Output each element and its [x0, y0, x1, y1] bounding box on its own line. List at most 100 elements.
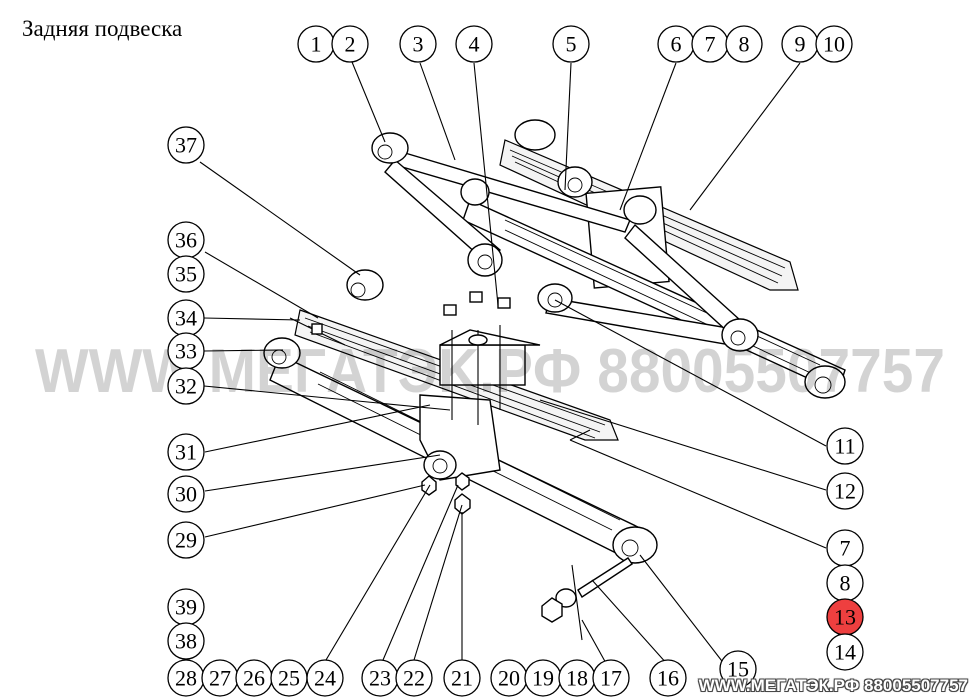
svg-text:4: 4: [469, 32, 480, 57]
footer-watermark: WWW.МЕГАТЭК.РФ 88005507757: [698, 676, 968, 695]
callout-10: 10: [815, 25, 853, 63]
svg-text:38: 38: [175, 629, 197, 654]
eye-4: [467, 243, 503, 277]
spring-seat-block: [439, 344, 526, 386]
leader-lines: [199, 61, 827, 666]
svg-text:37: 37: [175, 133, 197, 158]
svg-text:19: 19: [532, 666, 554, 691]
eye-11: [721, 318, 759, 352]
callout-33: 33: [167, 332, 205, 370]
svg-text:7: 7: [840, 536, 851, 561]
callout-11: 11: [826, 427, 864, 465]
svg-text:16: 16: [657, 666, 679, 691]
callouts: 1 2 3 4 5 6 7 8 9 10 37 36 35 34 33 32 3…: [167, 25, 864, 697]
svg-text:9: 9: [795, 32, 806, 57]
bolt-16: [577, 557, 633, 598]
callout-39: 39: [167, 588, 205, 626]
svg-text:10: 10: [823, 32, 845, 57]
svg-text:27: 27: [209, 666, 231, 691]
svg-text:14: 14: [834, 640, 856, 665]
svg-text:23: 23: [369, 666, 391, 691]
svg-text:5: 5: [566, 32, 577, 57]
callout-6: 6: [657, 25, 695, 63]
callout-7-lower: 7: [826, 529, 864, 567]
svg-text:26: 26: [243, 666, 265, 691]
callout-15: 15: [719, 650, 757, 688]
svg-text:21: 21: [451, 666, 473, 691]
callout-25: 25: [270, 659, 308, 697]
callout-5: 5: [552, 25, 590, 63]
svg-text:11: 11: [834, 434, 855, 459]
svg-text:2: 2: [345, 32, 356, 57]
callout-20: 20: [490, 659, 528, 697]
callout-4: 4: [455, 25, 493, 63]
svg-text:30: 30: [175, 482, 197, 507]
callout-16: 16: [649, 659, 687, 697]
svg-text:25: 25: [278, 666, 300, 691]
svg-text:18: 18: [566, 666, 588, 691]
callout-13: 13: [826, 598, 864, 636]
eye-rear-spring-front: [514, 119, 556, 151]
callout-12: 12: [826, 472, 864, 510]
callout-34: 34: [167, 299, 205, 337]
diagram-title: Задняя подвеска: [22, 16, 183, 41]
svg-text:39: 39: [175, 595, 197, 620]
svg-text:35: 35: [175, 262, 197, 287]
svg-text:29: 29: [175, 528, 197, 553]
svg-text:6: 6: [671, 32, 682, 57]
svg-text:12: 12: [834, 479, 856, 504]
svg-text:36: 36: [175, 228, 197, 253]
svg-text:13: 13: [834, 605, 856, 630]
svg-text:20: 20: [498, 666, 520, 691]
callout-19: 19: [524, 659, 562, 697]
svg-text:33: 33: [175, 339, 197, 364]
eye-9-10: [623, 195, 657, 225]
callout-28: 28: [167, 659, 205, 697]
svg-text:28: 28: [175, 666, 197, 691]
callout-7: 7: [691, 25, 729, 63]
callout-30: 30: [167, 475, 205, 513]
callout-37: 37: [167, 126, 205, 164]
callout-8: 8: [725, 25, 763, 63]
svg-text:15: 15: [727, 657, 749, 682]
callout-8-lower: 8: [826, 564, 864, 602]
callout-9: 9: [781, 25, 819, 63]
callout-32: 32: [167, 367, 205, 405]
callout-27: 27: [201, 659, 239, 697]
svg-text:34: 34: [175, 306, 197, 331]
callout-18: 18: [558, 659, 596, 697]
callout-29: 29: [167, 521, 205, 559]
eye-1-2: [371, 132, 409, 164]
bushing-37: [346, 269, 384, 301]
callout-36: 36: [167, 221, 205, 259]
callout-21: 21: [443, 659, 481, 697]
callout-26: 26: [235, 659, 273, 697]
callout-35: 35: [167, 255, 205, 293]
svg-text:3: 3: [413, 32, 424, 57]
callout-14: 14: [826, 633, 864, 671]
callout-24: 24: [306, 659, 344, 697]
callout-17: 17: [592, 659, 630, 697]
eye-left-rear: [460, 178, 490, 206]
svg-text:31: 31: [175, 440, 197, 465]
rear-bogie-drawing: [263, 119, 846, 641]
eye-right-rear: [804, 365, 846, 399]
svg-text:1: 1: [311, 32, 322, 57]
eye-5: [557, 166, 593, 198]
svg-text:22: 22: [403, 666, 425, 691]
svg-text:8: 8: [739, 32, 750, 57]
svg-text:7: 7: [705, 32, 716, 57]
callout-31: 31: [167, 433, 205, 471]
eye-15: [612, 526, 658, 564]
callout-23: 23: [361, 659, 399, 697]
eye-mid-rod: [537, 283, 573, 313]
svg-text:17: 17: [600, 666, 622, 691]
callout-22: 22: [395, 659, 433, 697]
nut-19: [541, 597, 563, 623]
callout-3: 3: [399, 25, 437, 63]
callout-2: 2: [331, 25, 369, 63]
svg-text:32: 32: [175, 374, 197, 399]
svg-text:24: 24: [314, 666, 336, 691]
callout-1: 1: [297, 25, 335, 63]
